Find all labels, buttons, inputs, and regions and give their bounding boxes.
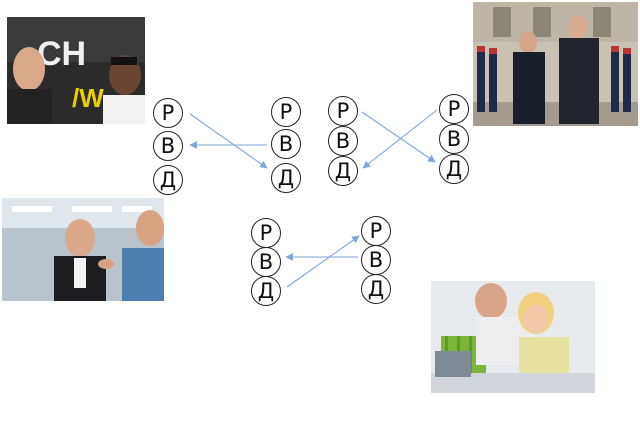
g2-left-node-d: Д bbox=[328, 156, 358, 186]
g1-right-node-d: Д bbox=[271, 163, 301, 193]
g1-left-node-v: В bbox=[153, 131, 183, 161]
g2-right-node-v: В bbox=[439, 124, 469, 154]
photo-politicians bbox=[473, 2, 638, 126]
g1-left-node-p: Р bbox=[153, 98, 183, 128]
svg-text:/W: /W bbox=[72, 83, 104, 113]
g1-right-node-p: Р bbox=[271, 97, 301, 127]
g2-left-node-p: Р bbox=[328, 96, 358, 126]
arrow-g2-p-to-d-back bbox=[362, 109, 438, 169]
g3-left-node-p: Р bbox=[251, 218, 281, 248]
g1-left-node-d: Д bbox=[153, 165, 183, 195]
photo-boxers: CH /W bbox=[7, 17, 145, 124]
g1-right-node-v: В bbox=[271, 129, 301, 159]
g2-right-node-d: Д bbox=[439, 154, 469, 184]
svg-text:CH: CH bbox=[37, 35, 86, 73]
g3-left-node-v: В bbox=[251, 247, 281, 277]
g3-right-node-d: Д bbox=[361, 274, 391, 304]
g2-right-node-p: Р bbox=[439, 94, 469, 124]
photo-argument bbox=[2, 198, 164, 301]
arrow-g1-p-to-d bbox=[189, 113, 268, 169]
g2-left-node-v: В bbox=[328, 126, 358, 156]
arrow-g2-p-to-d bbox=[361, 111, 436, 163]
g3-left-node-d: Д bbox=[251, 276, 281, 306]
g3-right-node-v: В bbox=[361, 245, 391, 275]
g3-right-node-p: Р bbox=[361, 216, 391, 246]
arrow-g3-d-to-p bbox=[286, 235, 360, 288]
photo-colleagues bbox=[431, 281, 595, 393]
